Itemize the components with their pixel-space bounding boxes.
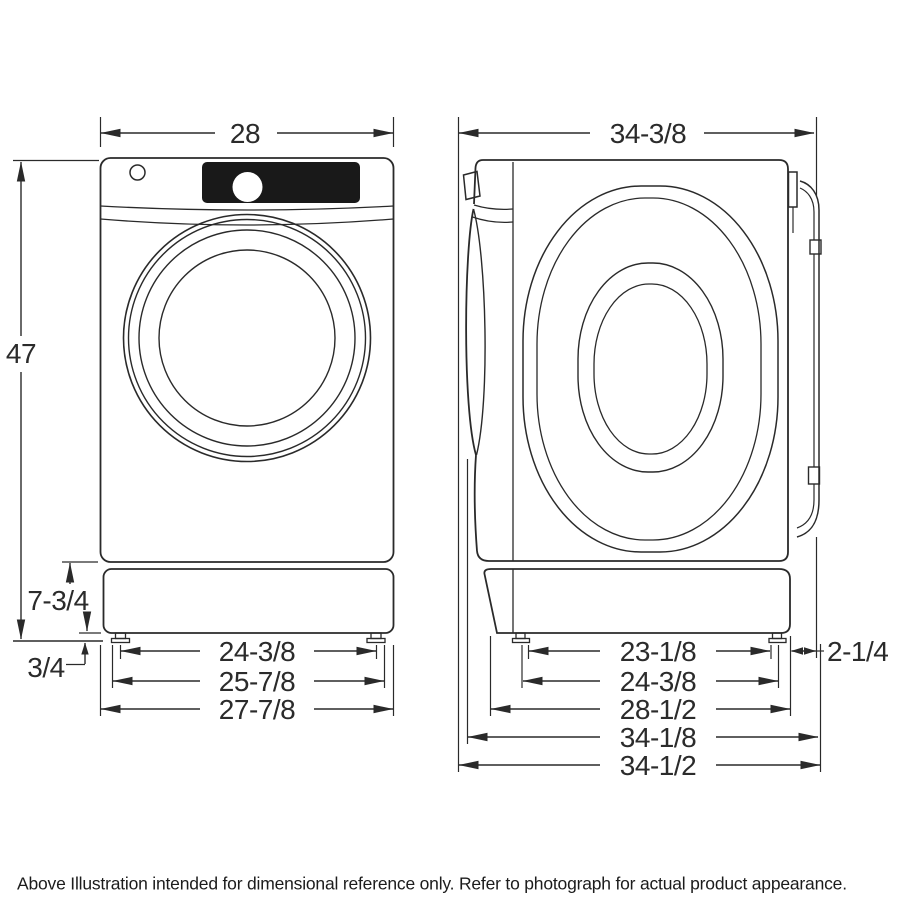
side-seam-curve-upper [473,204,514,211]
footnote-text: Above Illustration intended for dimensio… [17,873,847,894]
extension-lines [13,117,822,772]
dimension-lines [16,128,824,770]
side-feet [511,632,787,644]
dim-label-depth-incl-door: 34-1/8 [619,722,697,753]
front-door [122,213,372,463]
dim-label-leveling-leg: 3/4 [27,652,65,683]
dim-label-front-height: 47 [5,338,37,369]
front-seam-upper [100,205,394,211]
front-pedestal [102,568,395,634]
dim-label-side-depth-top: 34-3/8 [609,118,687,149]
control-panel [202,162,360,203]
side-seam-curve-lower [472,216,514,223]
ge-logo-icon [129,164,146,181]
dim-label-front-feet-inner: 24-3/8 [218,636,296,667]
dim-label-front-width-top: 28 [229,118,261,149]
side-front-bottom-edge [473,454,478,552]
dim-label-pedestal-height: 7-3/4 [27,585,89,616]
rear-hose [796,180,822,538]
dim-label-side-feet-inner: 23-1/8 [619,636,697,667]
front-feet [110,632,386,644]
side-drum-contours [522,185,779,553]
side-knob-icon [462,170,481,201]
side-view [462,159,822,644]
dim-label-rear-clearance: 2-1/4 [827,636,889,667]
hose-clip-lower [807,466,821,485]
dim-label-side-feet-outer: 24-3/8 [619,666,697,697]
rear-housing [787,171,798,208]
dim-label-front-width-bottom: 27-7/8 [218,694,296,725]
side-cabinet-outline [476,159,789,562]
side-door-outer-curve [465,208,477,456]
front-cabinet [99,157,395,563]
dim-label-side-depth-bottom: 34-1/2 [619,750,697,781]
side-door-inner-curve [472,208,486,456]
control-knob-icon [232,172,263,202]
dim-label-front-feet-outer: 25-7/8 [218,666,296,697]
side-front-top-edge [473,159,484,205]
front-seam-lower [100,218,394,226]
front-view [99,157,395,644]
dim-label-cabinet-depth: 28-1/2 [619,694,697,725]
hose-clip-upper [809,239,822,255]
side-pedestal [483,568,791,634]
